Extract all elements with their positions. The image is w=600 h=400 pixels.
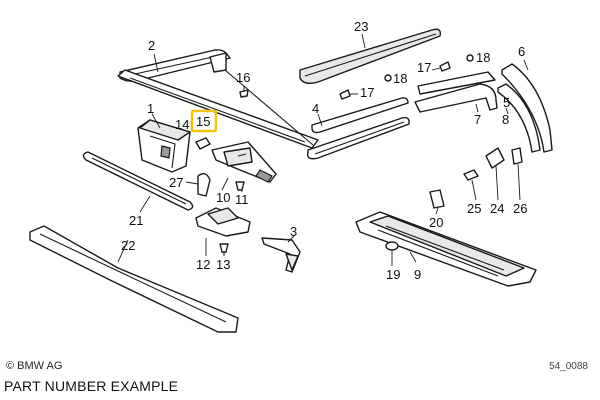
label-part-24: 24 [490,201,504,216]
label-part-9: 9 [414,267,421,282]
part-labels: 2 23 16 17 18 17 18 6 1 14 15 4 5 7 8 27… [121,19,527,282]
label-part-10: 10 [216,190,230,205]
leader-lines [117,33,529,266]
label-part-11: 11 [235,192,249,207]
label-part-16: 16 [236,70,250,85]
label-part-18-mid: 18 [393,71,407,86]
part-14-bracket-housing [137,119,191,173]
label-part-14: 14 [175,117,189,132]
part-6-rear-seal [497,63,553,153]
part-15-clip [195,137,211,150]
page-caption: PART NUMBER EXAMPLE [4,378,179,394]
label-part-7: 7 [474,112,481,127]
copyright-notice: © BMW AG [6,360,63,372]
label-part-26: 26 [513,201,527,216]
label-part-19: 19 [386,267,400,282]
label-part-27: 27 [169,175,183,190]
part-2-roof-frame [117,49,319,149]
label-part-22: 22 [121,238,135,253]
label-part-2: 2 [148,38,155,53]
part-7-seal-rail [414,71,498,113]
part-12-lower-bracket [195,207,251,237]
drawing-code: 54_0088 [549,361,588,372]
part-10-hinge-plate [211,141,277,183]
label-part-18-right: 18 [476,50,490,65]
small-hardware [197,54,523,253]
label-part-1: 1 [147,101,154,116]
label-part-25: 25 [467,201,481,216]
exploded-parts-diagram: 2 23 16 17 18 17 18 6 1 14 15 4 5 7 8 27… [29,19,553,333]
label-part-17-right: 17 [417,60,431,75]
part-22-lower-rail [29,225,239,333]
highlight-box-part-15 [190,109,218,133]
label-part-20: 20 [429,215,443,230]
label-part-15: 15 [196,114,210,129]
part-9-grille-panel [355,211,537,287]
label-part-8: 8 [502,112,509,127]
label-part-3: 3 [290,224,297,239]
label-part-13: 13 [216,257,230,272]
part-3-latch [261,237,301,273]
part-23-cover-strip [299,28,442,85]
part-4-side-rail [307,97,410,160]
label-part-21: 21 [129,213,143,228]
label-part-4: 4 [312,101,319,116]
label-part-12: 12 [196,257,210,272]
label-part-5: 5 [503,95,510,110]
label-part-6: 6 [518,44,525,59]
part-21-tube [82,151,194,211]
label-part-23: 23 [354,19,368,34]
label-part-17-mid: 17 [360,85,374,100]
